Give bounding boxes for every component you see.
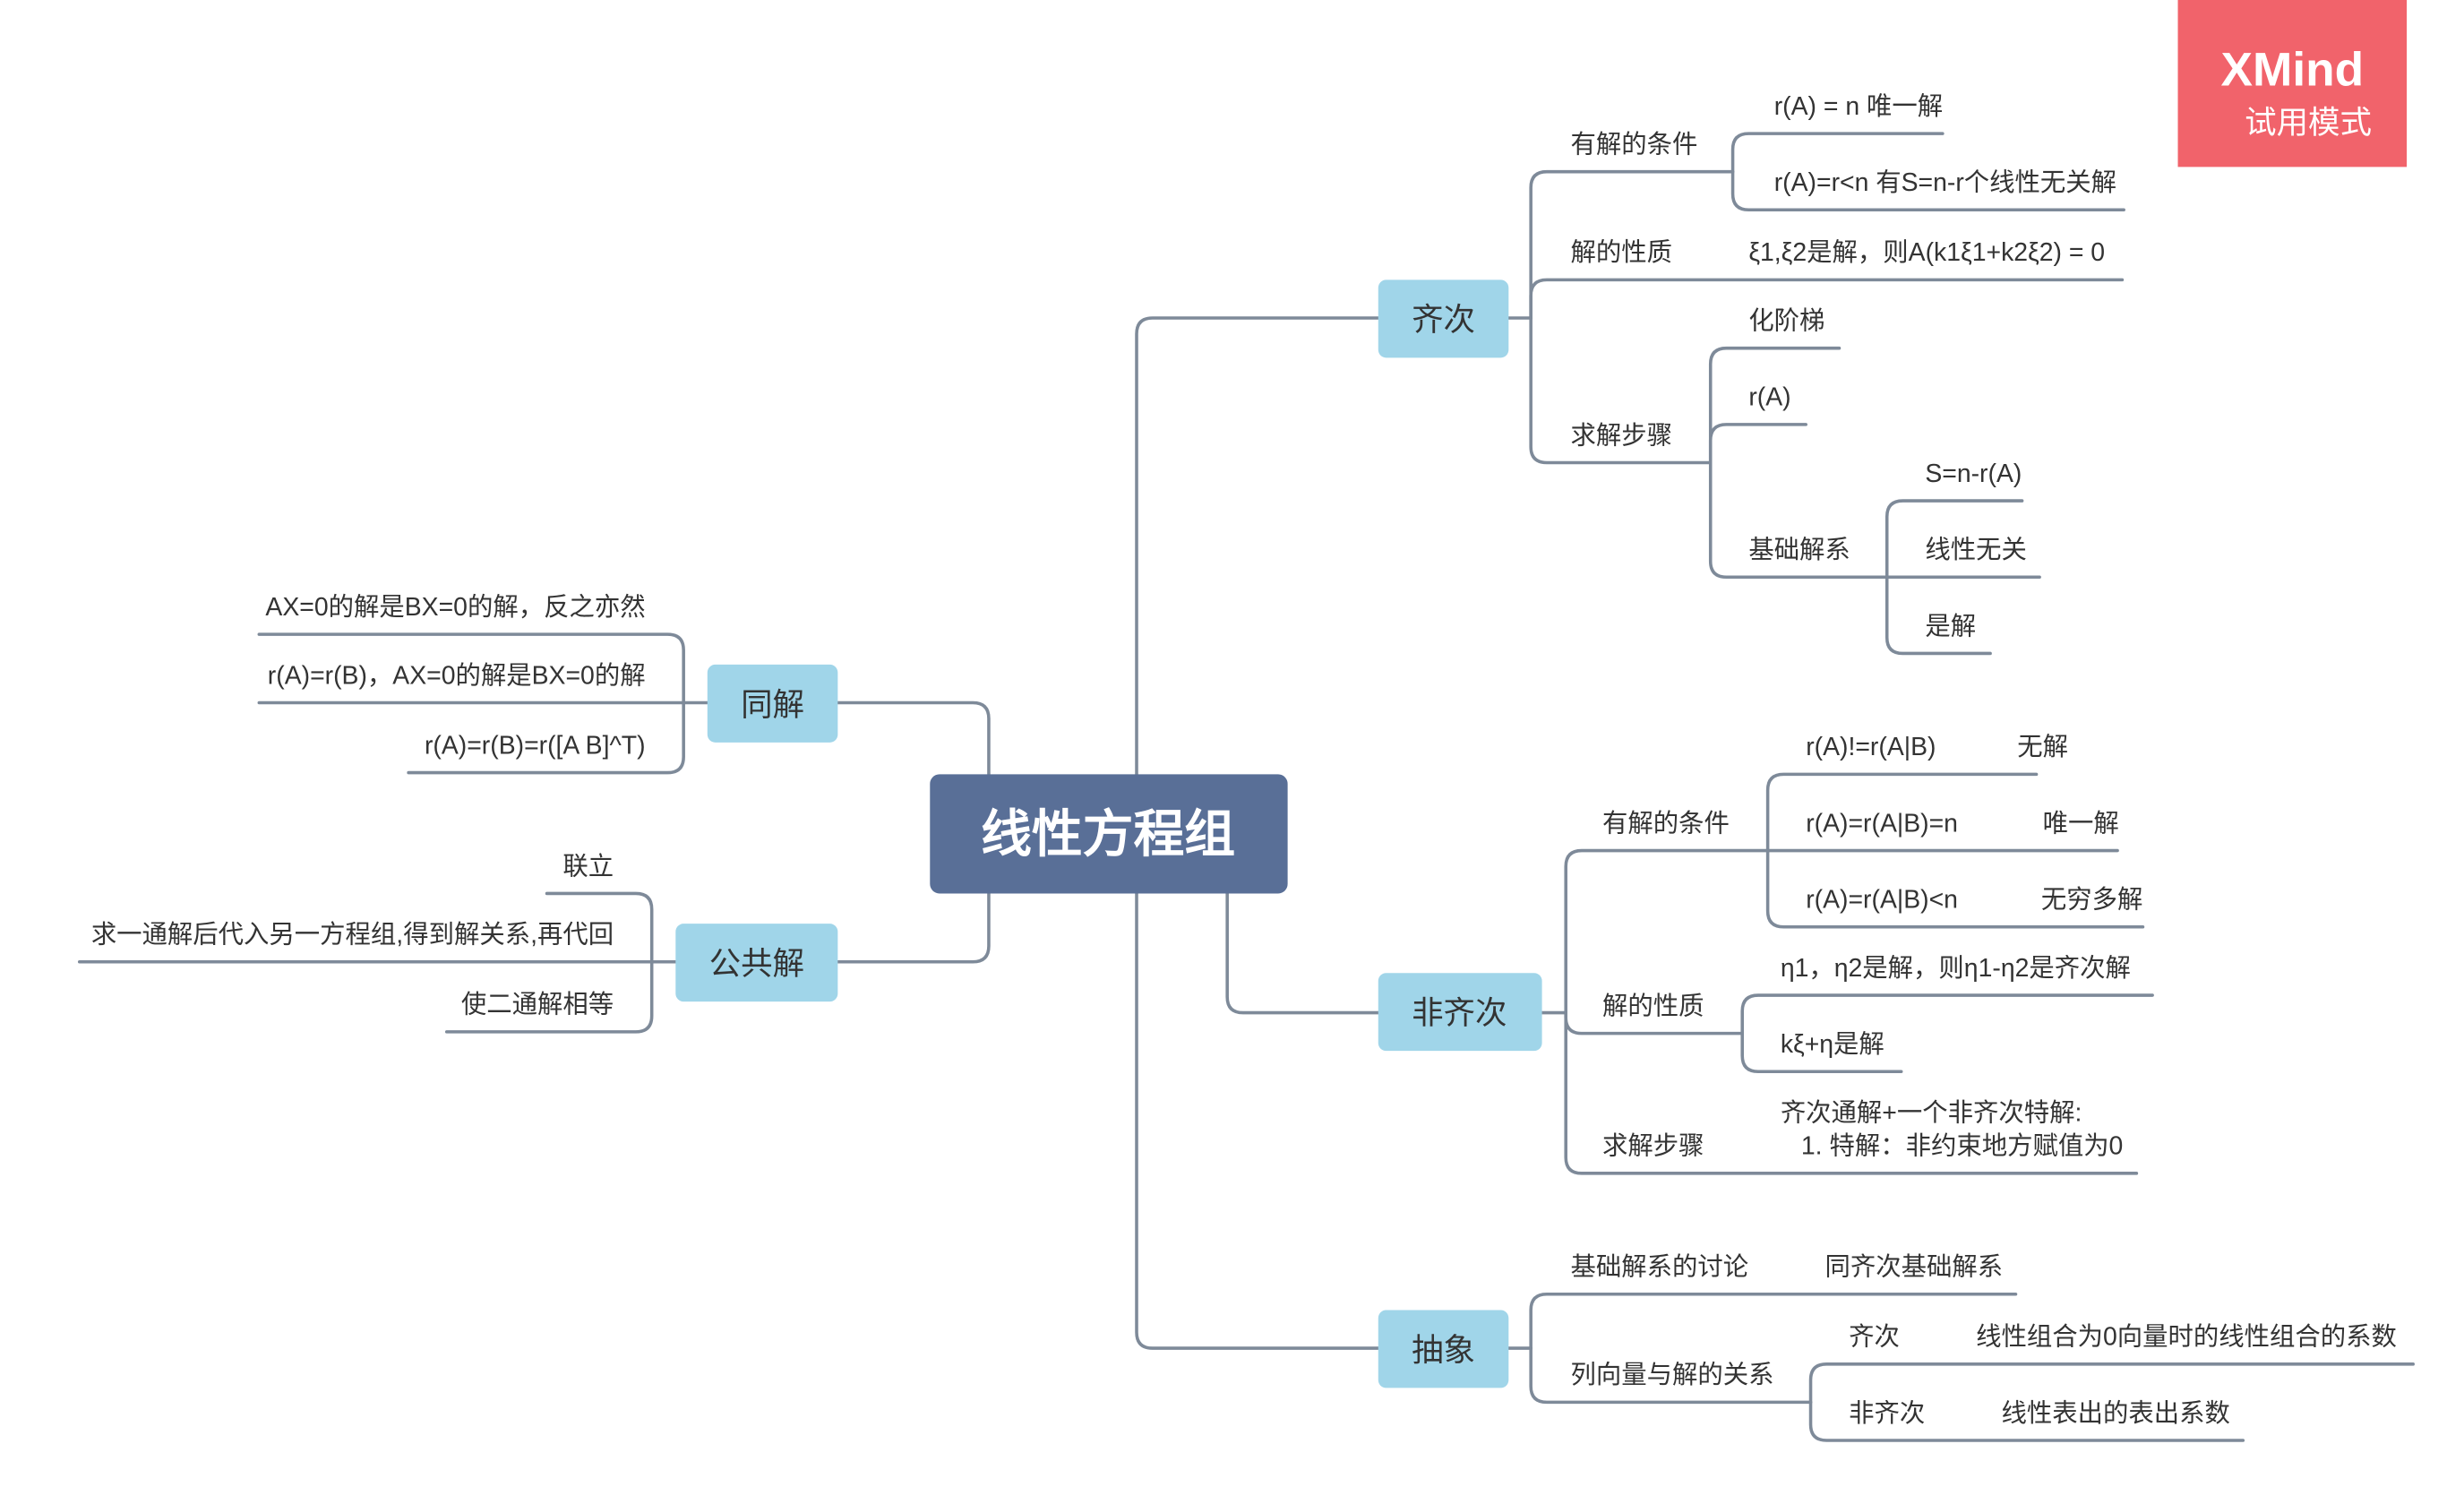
connector-line [1884, 575, 1992, 656]
connector-line [1529, 169, 1735, 320]
subtopic-node[interactable]: 联立 [562, 852, 614, 881]
subtopic-node[interactable]: r(A)=r<n 有S=n-r个线性无关解 [1774, 168, 2116, 197]
connector-line [1808, 1362, 2415, 1405]
connector-line [1808, 1400, 2245, 1442]
topic-label: 抽象 [1412, 1332, 1475, 1368]
connectors [77, 132, 2415, 1442]
connector-line [1884, 499, 2024, 580]
central-topic-label: 线性方程组 [981, 806, 1235, 863]
subtopic-solvable-conditions[interactable]: 有解的条件 [1571, 131, 1698, 159]
connector-line [1135, 316, 1380, 777]
badge-logo-text: XMind [2220, 44, 2364, 97]
subtopic-node[interactable]: r(A) [1748, 383, 1790, 412]
topic-box [675, 924, 838, 1002]
connector-line [1135, 891, 1380, 1350]
subtopic-node[interactable]: S=n-r(A) [1925, 460, 2022, 488]
connector-line [1529, 1292, 2018, 1350]
connector-line [407, 700, 685, 775]
topic-box [1378, 973, 1542, 1052]
subtopic-node[interactable]: 化阶梯 [1748, 307, 1824, 336]
subtopic-node[interactable]: 是解 [1925, 612, 1976, 640]
abstract-subtopics: 基础解系的讨论 同齐次基础解系 列向量与解的关系 齐次 线性组合为0向量时的线性… [1571, 1253, 2397, 1428]
nonhomogeneous-subtopics: 有解的条件 r(A)!=r(A|B) 无解 r(A)=r(A|B)=n 唯一解 … [1602, 733, 2142, 1160]
topic-label: 公共解 [709, 946, 804, 982]
subtopic-node[interactable]: AX=0的解是BX=0的解，反之亦然 [265, 593, 645, 622]
subtopic-node[interactable]: r(A)=r(B)，AX=0的解是BX=0的解 [268, 661, 646, 690]
connector-line [257, 632, 685, 705]
connector-line [545, 891, 654, 964]
homogeneous-subtopics: 有解的条件 r(A) = n 唯一解 r(A)=r<n 有S=n-r个线性无关解… [1571, 92, 2117, 640]
topic-common-solution[interactable]: 公共解 [675, 924, 838, 1002]
subtopic-solvable-conditions[interactable]: 有解的条件 [1602, 809, 1730, 838]
topic-label: 非齐次 [1412, 995, 1507, 1031]
connector-line [1765, 772, 2039, 853]
subtopic-solution-properties[interactable]: 解的性质 [1602, 992, 1704, 1020]
topic-homogeneous[interactable]: 齐次 [1378, 279, 1509, 358]
subtopic-node[interactable]: r(A) = n 唯一解 [1774, 92, 1943, 121]
badge-background [2177, 0, 2408, 168]
subtopic-node[interactable]: ξ1,ξ2是解，则A(k1ξ1+k2ξ2) = 0 [1748, 238, 2105, 267]
connector-line [1708, 423, 1807, 465]
subtopic-node[interactable]: r(A)=r(B)=r([A B]^T) [425, 731, 646, 760]
connector-line [1529, 278, 2125, 320]
subtopic-node[interactable]: 齐次 [1849, 1323, 1900, 1352]
same-solution-subtopics: AX=0的解是BX=0的解，反之亦然 r(A)=r(B)，AX=0的解是BX=0… [265, 593, 645, 760]
subtopic-node[interactable]: r(A)=r(A|B)=n [1806, 809, 1958, 838]
topic-nonhomogeneous[interactable]: 非齐次 [1378, 973, 1542, 1052]
connector-line [1225, 891, 1380, 1015]
subtopic-solution-properties[interactable]: 解的性质 [1571, 238, 1673, 267]
subtopic-node[interactable]: 无穷多解 [2041, 886, 2143, 915]
subtopic-node[interactable]: r(A)!=r(A|B) [1806, 733, 1936, 761]
subtopic-node[interactable]: η1，η2是解，则η1-η2是齐次解 [1781, 954, 2131, 983]
connector-line [1708, 460, 1889, 580]
subtopic-basic-solution-discussion[interactable]: 基础解系的讨论 [1571, 1253, 1749, 1282]
subtopic-node[interactable]: 非齐次 [1849, 1399, 1925, 1428]
subtopic-node[interactable]: 唯一解 [2043, 809, 2119, 838]
connector-line [1564, 1010, 2139, 1175]
connector-line [1529, 316, 1713, 465]
connector-line [1730, 169, 2125, 212]
trial-mode-badge[interactable]: XMind 试用模式 [2177, 0, 2408, 168]
topic-box [1378, 1310, 1509, 1388]
common-solution-subtopics: 联立 求一通解后代入另一方程组,得到解关系,再代回 使二通解相等 [91, 852, 614, 1018]
subtopic-node[interactable]: 线性组合为0向量时的线性组合的系数 [1976, 1323, 2397, 1352]
subtopic-solving-steps[interactable]: 求解步骤 [1571, 421, 1673, 450]
connector-line [1529, 1346, 1813, 1405]
subtopic-column-vector-relation[interactable]: 列向量与解的关系 [1571, 1361, 1774, 1389]
topic-label: 齐次 [1412, 302, 1475, 338]
subtopic-node[interactable]: 线性无关 [1925, 536, 2027, 564]
connector-line [836, 700, 991, 777]
subtopic-node[interactable]: 无解 [2017, 733, 2068, 761]
subtopic-node-line[interactable]: 1. 特解：非约束地方赋值为0 [1801, 1132, 2123, 1161]
subtopic-node[interactable]: kξ+η是解 [1781, 1030, 1884, 1059]
topic-same-solution[interactable]: 同解 [707, 664, 838, 743]
central-topic-box [930, 774, 1288, 894]
connector-line [1740, 993, 2154, 1036]
topic-box [1378, 279, 1509, 358]
connector-line [1564, 848, 1770, 1015]
connector-line [836, 891, 991, 964]
connector-line [444, 960, 654, 1034]
central-topic[interactable]: 线性方程组 [930, 774, 1288, 894]
subtopic-node[interactable]: 线性表出的表出系数 [2002, 1399, 2230, 1428]
subtopic-node[interactable]: r(A)=r(A|B)<n [1806, 886, 1958, 915]
topic-abstract[interactable]: 抽象 [1378, 1310, 1509, 1388]
subtopic-node[interactable]: 使二通解相等 [461, 991, 614, 1019]
connector-line [1765, 848, 2145, 929]
badge-subtitle: 试用模式 [2245, 105, 2372, 141]
subtopic-node-line[interactable]: 齐次通解+一个非齐次特解: [1781, 1098, 2082, 1127]
connector-line [1730, 132, 1945, 174]
subtopic-node[interactable]: 基础解系 [1748, 536, 1850, 564]
topic-box [707, 664, 838, 743]
connector-line [1708, 346, 1842, 465]
subtopic-node[interactable]: 求一通解后代入另一方程组,得到解关系,再代回 [91, 921, 614, 950]
subtopic-solving-steps[interactable]: 求解步骤 [1602, 1132, 1704, 1161]
connector-line [1740, 1031, 1903, 1074]
topic-label: 同解 [741, 686, 804, 722]
subtopic-node[interactable]: 同齐次基础解系 [1825, 1253, 2004, 1282]
